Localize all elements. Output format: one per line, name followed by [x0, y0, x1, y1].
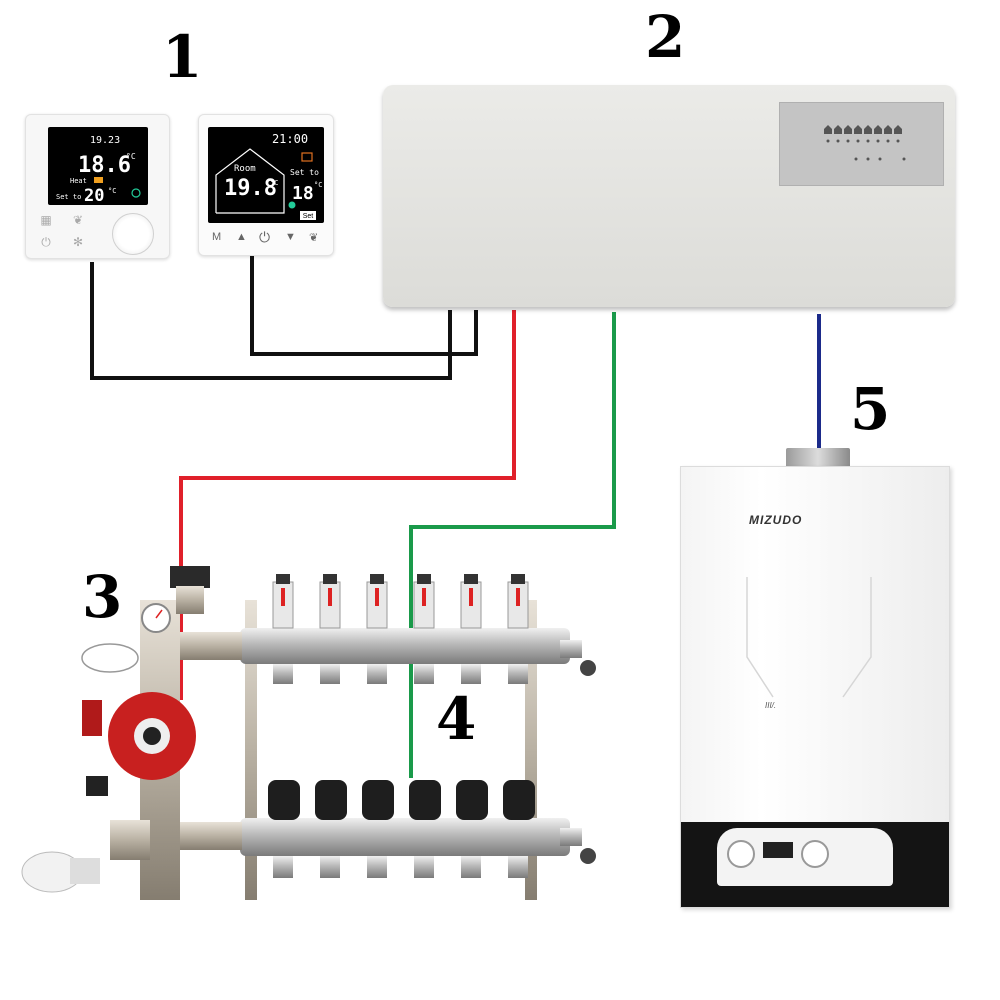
boiler-front-lines	[746, 577, 872, 698]
thermostat-1-top-value: 19.23	[90, 135, 120, 146]
thermostat-2: 21:00 Room 19.8 °C Set to 18 °C Set M ▲ …	[198, 114, 334, 256]
fan-button[interactable]: ✻	[72, 235, 84, 249]
set-badge	[300, 211, 316, 220]
controller-indicator-panel	[779, 102, 944, 186]
thermostat-2-set-value: 18	[292, 183, 314, 204]
down-button[interactable]: ▼	[285, 231, 296, 243]
thermostat-1: 19.23 18.6 °C Heat Set to 20 °C ▦ ❦ ⏻ ✻	[25, 114, 170, 259]
right-knob[interactable]	[801, 840, 829, 868]
return-manifold-bar	[240, 818, 570, 856]
supply-outlets	[273, 664, 528, 684]
label-pump-group: 3	[82, 563, 123, 631]
menu-button[interactable]: ▦	[40, 213, 52, 227]
leaf-button[interactable]: ❦	[72, 213, 84, 227]
gas-boiler: MIZUDO III/.	[680, 466, 950, 908]
leaf-button[interactable]: ❦	[309, 232, 319, 244]
power-button[interactable]: ⏻	[259, 229, 271, 245]
thermostat-1-unit: °C	[126, 152, 136, 161]
thermostat-2-set-button-label: Set	[303, 213, 314, 220]
boiler-badge: III/.	[765, 701, 777, 710]
thermostat-1-wire	[90, 262, 452, 380]
thermal-actuators	[268, 780, 535, 820]
boiler-control-panel	[681, 822, 949, 907]
label-thermostats: 1	[162, 23, 203, 91]
thermostat-2-wire	[250, 252, 478, 356]
thermostat-2-set-label: Set to	[290, 168, 319, 177]
thermostat-2-screen: 21:00 Room 19.8 °C Set to 18 °C Set	[208, 127, 324, 223]
boiler-flue	[786, 448, 850, 470]
thermostat-2-buttons: M ▲ ⏻ ▼ ❦	[199, 229, 333, 251]
thermostat-1-set-label: Set to	[56, 193, 81, 201]
thermostat-2-time: 21:00	[272, 132, 308, 146]
up-button[interactable]: ▲	[236, 231, 247, 243]
thermostat-1-set-value: 20	[84, 186, 104, 205]
boiler-brand: MIZUDO	[749, 513, 803, 527]
heating-manifold-assembly	[21, 566, 596, 900]
supply-manifold-bar	[240, 628, 570, 664]
circulation-pump	[82, 692, 196, 796]
label-manifold: 4	[436, 685, 477, 753]
eco-icon	[131, 188, 141, 198]
left-knob[interactable]	[727, 840, 755, 868]
thermostat-1-screen: 19.23 18.6 °C Heat Set to 20 °C	[48, 127, 148, 206]
boiler-display	[763, 842, 793, 858]
thermostat-2-unit: °C	[270, 179, 278, 187]
heat-icon	[301, 152, 313, 162]
label-controller: 2	[645, 3, 686, 71]
flow-meters	[272, 574, 529, 629]
thermostat-1-temperature: 18.6	[78, 153, 131, 178]
thermostat-2-room-label: Room	[234, 164, 256, 174]
thermostat-1-mode: Heat	[70, 177, 87, 185]
mode-button[interactable]: M	[212, 231, 222, 243]
thermostat-2-set-unit: °C	[314, 181, 322, 189]
wiring-controller	[383, 85, 955, 307]
thermostat-1-buttons: ▦ ❦ ⏻ ✻	[26, 211, 169, 257]
return-outlets	[273, 856, 528, 878]
thermostat-1-set-unit: °C	[108, 187, 116, 195]
rotary-dial[interactable]	[112, 213, 154, 255]
power-button[interactable]: ⏻	[41, 235, 51, 249]
house-icon	[215, 148, 285, 214]
thermostat-2-temperature: 19.8	[224, 176, 277, 201]
label-boiler: 5	[850, 375, 891, 443]
eco-indicator-icon	[288, 201, 296, 209]
